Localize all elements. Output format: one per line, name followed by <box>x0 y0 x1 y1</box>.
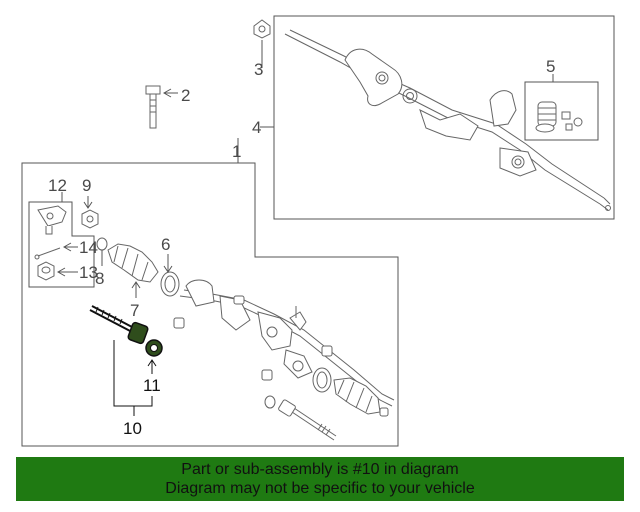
callout-5: 5 <box>546 57 555 76</box>
clip-part-8 <box>96 237 108 251</box>
lower-clamp <box>312 367 332 393</box>
info-banner: Part or sub-assembly is #10 in diagram D… <box>16 457 624 501</box>
tie-rod-end-12 <box>37 205 67 235</box>
callout-2: 2 <box>181 86 190 105</box>
callout-14: 14 <box>79 238 98 257</box>
steering-gear-housing <box>179 279 395 407</box>
boot-part-7 <box>107 243 159 283</box>
steering-rack-assembly <box>284 29 611 211</box>
callout-12: 12 <box>48 176 67 195</box>
callout-3: 3 <box>254 60 263 79</box>
banner-line-part-number: Part or sub-assembly is #10 in diagram <box>181 461 459 478</box>
callout-6: 6 <box>161 235 170 254</box>
inner-tie-rod-part-10 <box>89 305 163 357</box>
sub-box-12 <box>28 201 95 288</box>
assembly-box-4 <box>273 15 615 220</box>
bolt-part-2 <box>145 85 161 129</box>
sub-box-5 <box>524 81 599 141</box>
nut-part-13 <box>37 261 55 281</box>
nut-part-3 <box>253 19 271 39</box>
callout-1: 1 <box>232 142 241 161</box>
callout-4: 4 <box>252 118 261 137</box>
banner-line-disclaimer: Diagram may not be specific to your vehi… <box>165 480 475 497</box>
callout-8: 8 <box>95 269 104 288</box>
nut-part-9 <box>81 209 99 229</box>
clamp-part-6 <box>160 271 180 297</box>
parts-diagram: 1 2 3 4 5 6 7 8 9 10 11 12 13 14 <box>21 15 615 447</box>
callout-11: 11 <box>143 376 161 395</box>
lower-boot <box>333 377 381 415</box>
lower-tie-rod <box>278 399 337 441</box>
assembly-box-1 <box>21 162 399 447</box>
callout-10: 10 <box>123 419 142 438</box>
callout-7: 7 <box>130 301 139 320</box>
callout-9: 9 <box>82 176 91 195</box>
valve-parts-5 <box>535 101 583 133</box>
lower-clip <box>264 395 276 409</box>
bushings <box>173 295 389 417</box>
cotter-pin-14 <box>34 247 61 260</box>
callout-13: 13 <box>79 263 98 282</box>
